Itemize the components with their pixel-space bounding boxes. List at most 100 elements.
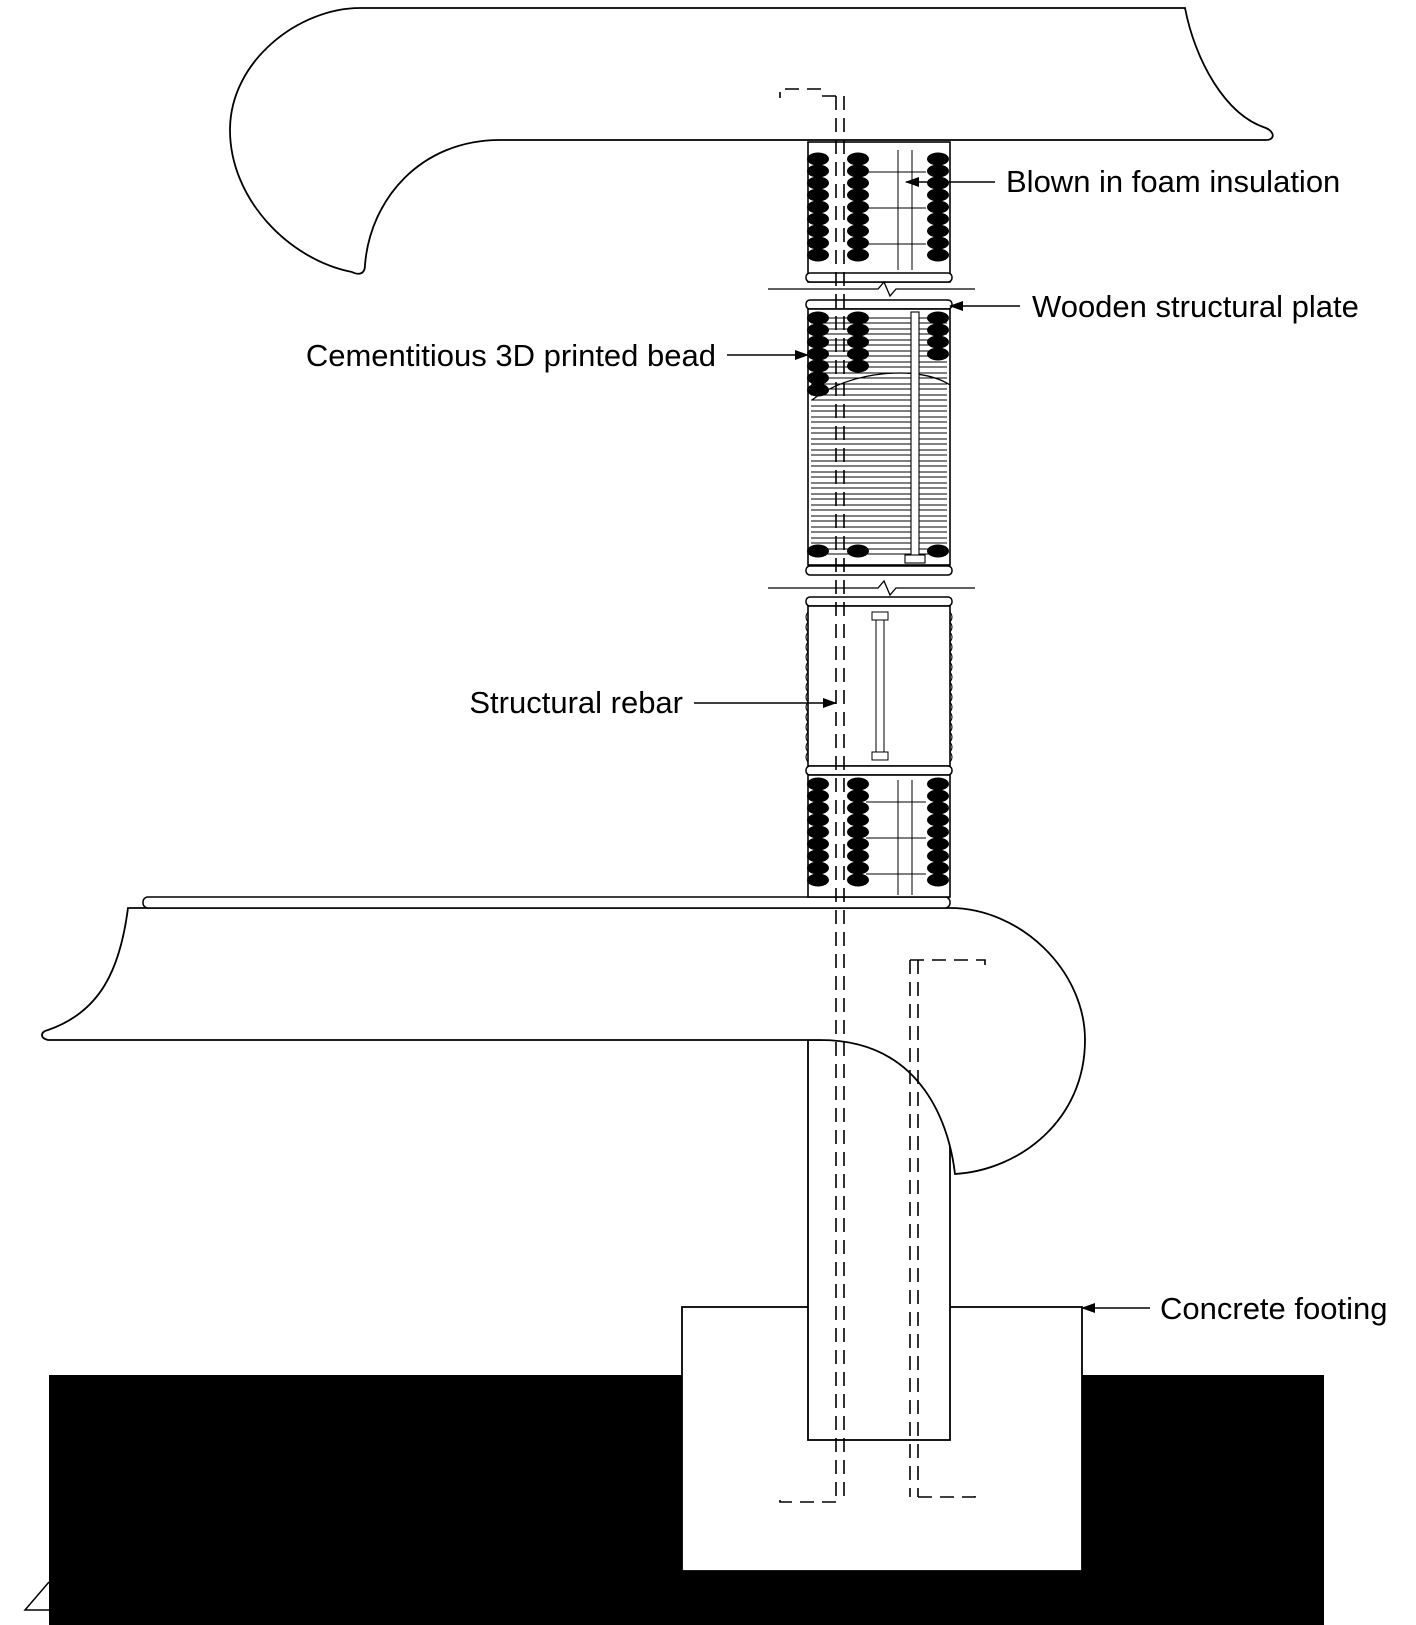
printed-bead [847,176,869,190]
bead-edge [949,651,953,663]
printed-bead [847,236,869,250]
bolt-head [871,751,889,761]
printed-bead [807,861,829,875]
wooden-structural-plate [805,272,953,283]
printed-bead [807,789,829,803]
printed-bead [847,825,869,839]
printed-bead [927,152,949,166]
printed-bead [847,335,869,349]
bead-edge [805,631,809,643]
wooden-structural-plate [805,765,953,776]
bead-edge [805,681,809,693]
printed-bead [807,188,829,202]
printed-wall [768,141,975,898]
bead-edge [805,691,809,703]
printed-bead [807,248,829,262]
printed-bead [927,789,949,803]
ground-edge-hatch [23,1581,50,1611]
wooden-structural-plate [805,596,953,607]
printed-bead [927,335,949,349]
bead-edge [949,661,953,673]
label-wooden-plate: Wooden structural plate [1032,289,1359,324]
lower-slab-shape [41,907,1086,1175]
upper-roof-shape [229,7,1274,275]
printed-bead [927,837,949,851]
printed-bead [847,873,869,887]
printed-bead [807,152,829,166]
printed-bead [927,200,949,214]
printed-bead [807,837,829,851]
printed-bead [847,347,869,361]
printed-bead [847,311,869,325]
bead-edge [805,751,809,763]
bead-edge [805,621,809,633]
printed-bead [927,224,949,238]
bead-edge [805,611,809,623]
printed-bead [847,789,869,803]
printed-bead [927,212,949,226]
printed-bead [807,200,829,214]
wooden-structural-plate [805,565,953,576]
printed-bead [927,323,949,337]
printed-bead [927,825,949,839]
printed-bead [847,212,869,226]
bead-edge [805,661,809,673]
leader-lines [694,177,1150,1313]
printed-bead [927,849,949,863]
printed-bead [807,383,829,397]
printed-bead [927,544,949,558]
printed-bead [807,176,829,190]
structural-rebar-left [779,88,845,1503]
bead-edge [949,701,953,713]
printed-bead [927,813,949,827]
printed-bead [847,861,869,875]
printed-bead [847,777,869,791]
printed-bead [807,825,829,839]
printed-bead [927,347,949,361]
printed-bead [847,188,869,202]
printed-bead [927,777,949,791]
printed-bead [807,164,829,178]
bead-edge [949,741,953,753]
bead-edge [949,671,953,683]
break-line [768,280,975,298]
printed-bead [927,873,949,887]
bead-edge [949,641,953,653]
label-printed-bead: Cementitious 3D printed bead [306,338,716,373]
printed-bead [847,849,869,863]
wall-segment [807,774,951,898]
wooden-structural-plate [805,299,953,310]
bead-edge [949,631,953,643]
bead-edge [805,671,809,683]
stem-wall [807,1039,951,1441]
printed-bead [847,152,869,166]
printed-bead [927,801,949,815]
bead-edge [805,731,809,743]
printed-bead [807,801,829,815]
bolt-head [871,611,889,621]
structural-rebar-right [909,959,986,1498]
printed-bead [807,212,829,226]
printed-bead [927,176,949,190]
bead-edge [949,621,953,633]
printed-bead [847,359,869,373]
wall-segment [807,141,951,283]
printed-bead [807,236,829,250]
printed-bead [807,544,829,558]
label-concrete-footing: Concrete footing [1160,1291,1387,1326]
printed-bead [927,311,949,325]
bead-edge [805,651,809,663]
printed-bead [847,164,869,178]
printed-bead [927,164,949,178]
stud-foot [904,554,926,564]
printed-bead [807,371,829,385]
bead-edge [949,681,953,693]
printed-bead [847,801,869,815]
bead-edge [949,721,953,733]
printed-bead [847,200,869,214]
bead-edge [805,711,809,723]
printed-bead [847,837,869,851]
bead-edge [949,711,953,723]
